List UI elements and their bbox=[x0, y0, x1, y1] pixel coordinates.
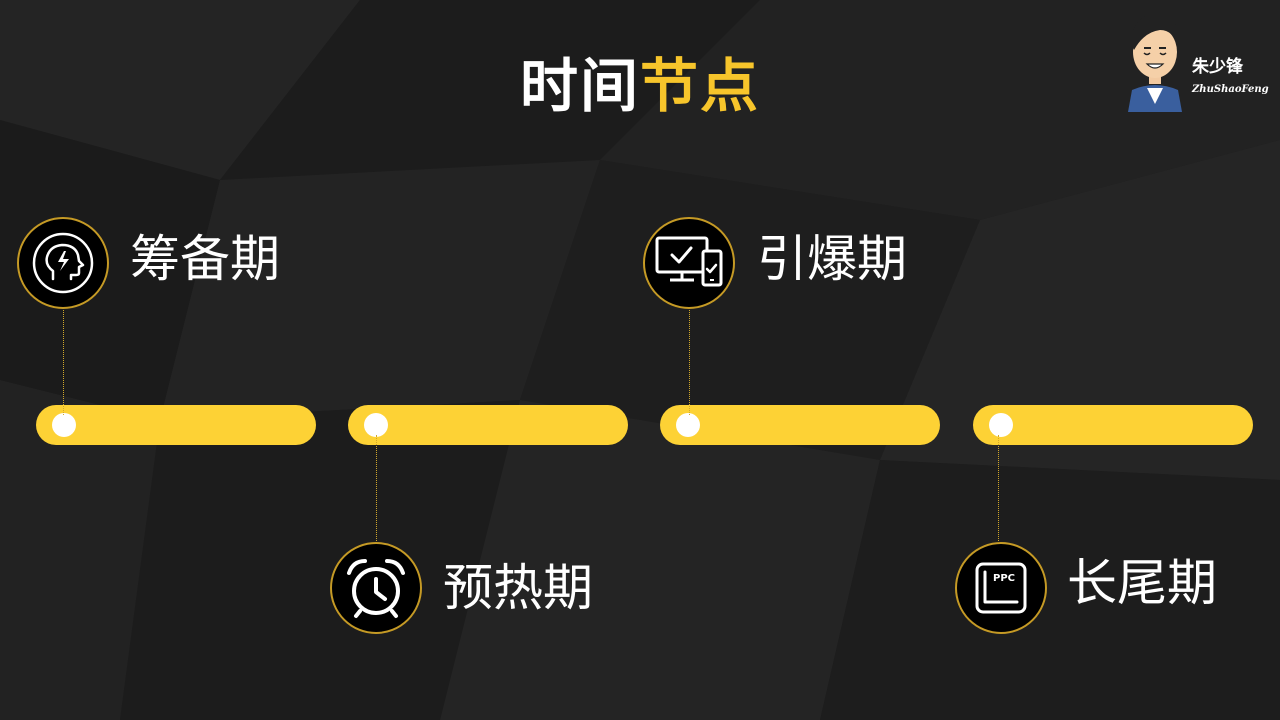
author-name-en: ZhuShaoFeng bbox=[1192, 84, 1269, 95]
phase-node-4: PPC bbox=[955, 542, 1047, 634]
connector-line bbox=[998, 435, 999, 541]
timeline-bar-4 bbox=[973, 405, 1253, 445]
timeline-bar-2 bbox=[348, 405, 628, 445]
phase-label-1: 筹备期 bbox=[130, 230, 280, 288]
phase-label-3: 引爆期 bbox=[757, 230, 907, 288]
monitor-phone-check-icon bbox=[655, 236, 723, 287]
ppc-text: PPC bbox=[993, 573, 1015, 584]
phase-node-2 bbox=[330, 542, 422, 634]
timeline-dot bbox=[52, 413, 76, 437]
timeline-bar-3 bbox=[660, 405, 940, 445]
timeline-dot bbox=[989, 413, 1013, 437]
alarm-clock-icon bbox=[347, 559, 405, 618]
author-name: 朱少锋 bbox=[1192, 57, 1243, 77]
timeline-dot bbox=[364, 413, 388, 437]
author-logo: 朱少锋 ZhuShaoFeng bbox=[1120, 8, 1270, 112]
phase-node-3 bbox=[643, 217, 735, 309]
ppc-key-icon: PPC bbox=[975, 562, 1027, 614]
phase-label-2: 预热期 bbox=[443, 559, 593, 617]
page-title: 时间节点 bbox=[0, 46, 1280, 126]
phase-node-1 bbox=[17, 217, 109, 309]
title-part-white: 时间 bbox=[519, 52, 640, 120]
connector-line bbox=[376, 435, 377, 541]
title-part-yellow: 节点 bbox=[640, 52, 761, 120]
phase-label-4: 长尾期 bbox=[1067, 554, 1217, 612]
connector-line bbox=[63, 310, 64, 415]
timeline-bar-1 bbox=[36, 405, 316, 445]
cartoon-avatar-icon bbox=[1128, 14, 1182, 112]
connector-line bbox=[689, 310, 690, 415]
timeline-dot bbox=[676, 413, 700, 437]
brain-lightning-icon bbox=[32, 232, 94, 294]
